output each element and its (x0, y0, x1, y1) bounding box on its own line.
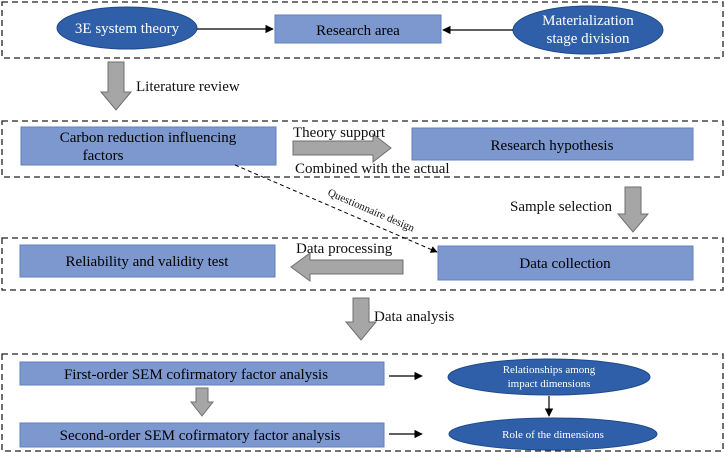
reliability-box (19, 244, 276, 278)
theory-label: 3E system theory (75, 21, 180, 37)
combined-actual-label: Combined with the actual (295, 161, 450, 177)
relationships-ellipse (447, 358, 651, 396)
first-order-box (19, 361, 385, 386)
second-order-label: Second-order SEM cofirmatory factor anal… (60, 428, 341, 444)
literature-review-label: Literature review (136, 79, 240, 95)
data-analysis-arrow (344, 297, 378, 341)
first-to-second-arrow (189, 387, 215, 417)
research-hypothesis-box (411, 127, 694, 161)
data-processing-arrow (290, 252, 404, 282)
research-hypothesis-label: Research hypothesis (491, 138, 614, 154)
first-order-label: First-order SEM cofirmatory factor analy… (64, 367, 328, 383)
role-label: Role of the dimensions (502, 429, 604, 441)
section-frame-2 (1, 120, 724, 178)
section-frame-4 (1, 353, 724, 452)
carbon-factors-label-line1: Carbon reduction influencing (60, 130, 237, 146)
sample-selection-arrow (616, 186, 650, 233)
role-ellipse (448, 417, 658, 451)
theory-ellipse (56, 6, 198, 50)
theory-support-arrow (292, 132, 392, 164)
reliability-label: Reliability and validity test (66, 254, 230, 270)
materialization-label-line1: Materialization (542, 13, 634, 29)
data-collection-label: Data collection (519, 256, 611, 272)
section-frame-3 (1, 237, 724, 291)
section-frame-1 (1, 1, 724, 59)
relationships-label-line1: Relationships among (503, 364, 596, 376)
theory-support-label: Theory support (293, 125, 386, 141)
data-processing-label: Data processing (296, 241, 393, 257)
questionnaire-design-label: Questionnaire design (326, 187, 417, 235)
data-collection-box (437, 245, 694, 281)
questionnaire-design-arrow (234, 164, 438, 253)
literature-review-arrow (99, 61, 133, 111)
sample-selection-label: Sample selection (510, 199, 613, 215)
data-analysis-label: Data analysis (374, 309, 455, 325)
relationships-label-line2: impact dimensions (508, 378, 591, 390)
research-area-box (274, 14, 442, 44)
carbon-factors-box (20, 126, 277, 166)
research-area-label: Research area (316, 23, 400, 39)
materialization-label-line2: stage division (547, 31, 630, 47)
carbon-factors-label-line2: factors (83, 148, 124, 164)
second-order-box (19, 422, 385, 448)
